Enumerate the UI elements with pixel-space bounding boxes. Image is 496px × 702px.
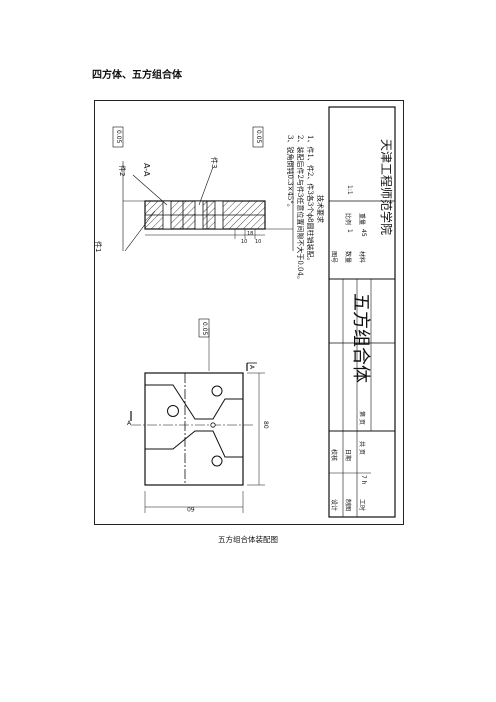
- field-value: 1: [346, 229, 353, 233]
- section-mark: A: [127, 420, 132, 427]
- tolerance-value: 0.05: [115, 130, 122, 144]
- tech-requirements: 技术要求 1、件1、件2、件3各3个ϕ8圆柱销装配。 2、装配后件2与件3任意位…: [285, 135, 325, 365]
- dimension-small: 10: [255, 239, 262, 245]
- flatness-frame-left: [112, 126, 124, 148]
- figure-caption: 五方组合体装配图: [218, 535, 278, 544]
- title-label: 校核: [330, 449, 337, 462]
- school-name: 天津工程师范学院: [379, 139, 393, 236]
- page-heading: 四方体、五方组合体: [92, 70, 182, 81]
- title-block: [328, 106, 396, 518]
- tech-requirement-item: 2、装配后件2与件3任意位置间隙不大于0.04。: [296, 135, 304, 283]
- field-value: 45: [360, 229, 367, 237]
- field-label: 材料: [358, 251, 365, 264]
- section-view: [112, 126, 294, 252]
- part-label-1: 件1: [94, 241, 102, 253]
- tech-requirement-item: 3、锐角倒钝0.3×45°。: [286, 135, 294, 211]
- part-label-3: 件3: [210, 157, 218, 169]
- field-label: 比例: [344, 213, 351, 226]
- title-label: 制图: [344, 499, 351, 512]
- dimension-height: 80: [262, 421, 269, 429]
- dimension-small: 18: [247, 231, 254, 237]
- title-label: 第 页: [358, 411, 365, 425]
- field-label: 图号: [330, 251, 337, 264]
- title-label: 工时: [358, 499, 365, 512]
- field-label: 重量: [358, 213, 365, 226]
- title-label: 日期: [344, 449, 351, 462]
- tech-requirement-item: 1、件1、件2、件3各3个ϕ8圆柱销装配。: [306, 135, 314, 265]
- drawing-name: 五方组合体: [350, 293, 371, 383]
- pin-circle-3: [211, 455, 223, 467]
- field-value: 1:1: [346, 185, 353, 195]
- section-label: A-A: [142, 163, 151, 177]
- flatness-frame-right: [252, 126, 264, 148]
- title-label: 共 页: [358, 441, 365, 455]
- pin-circle-1: [167, 405, 179, 417]
- part-label-2: 件2: [118, 165, 126, 177]
- title-value: 7 h: [360, 475, 367, 485]
- block-outline: [144, 372, 244, 486]
- pin-circle-2: [211, 385, 223, 397]
- assembly-drawing: [112, 106, 396, 518]
- main-view: [130, 318, 265, 513]
- tolerance-value: 0.05: [201, 322, 208, 336]
- section-mark: A: [248, 365, 255, 370]
- title-label: 设计: [330, 499, 337, 512]
- dimension-small: 10: [241, 239, 248, 245]
- field-label: 数量: [344, 251, 351, 264]
- dimension-width: 60: [187, 505, 195, 512]
- tolerance-value: 0.05: [255, 130, 262, 144]
- tech-requirements-title: 技术要求: [316, 195, 324, 223]
- drawing-sheet: 技术要求 1、件1、件2、件3各3个ϕ8圆柱销装配。 2、装配后件2与件3任意位…: [94, 100, 404, 525]
